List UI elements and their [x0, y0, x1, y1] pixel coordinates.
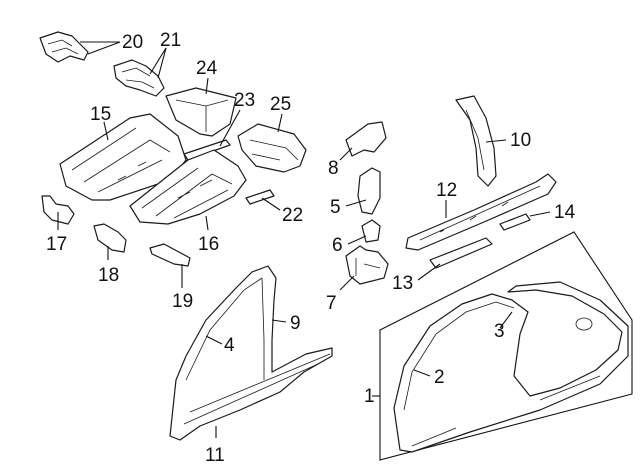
- callout-13: 13: [392, 273, 413, 294]
- callout-19: 19: [172, 291, 193, 312]
- callout-21: 21: [160, 30, 181, 51]
- part-1-box: [372, 231, 633, 461]
- part-19-bracket: [149, 243, 191, 267]
- part-21-bracket: [113, 59, 165, 97]
- part-25-panel: [237, 123, 307, 173]
- callout-14: 14: [554, 202, 576, 223]
- part-8-bracket: [345, 121, 387, 157]
- callout-12: 12: [436, 180, 457, 201]
- callout-11: 11: [205, 445, 225, 466]
- part-7-bracket: [345, 245, 389, 285]
- part-18-bracket: [93, 223, 127, 253]
- callout-2: 2: [434, 367, 445, 388]
- part-2-side-panel: [393, 281, 629, 453]
- callout-labels: 1 2 3 4 5 6 7 8 9 10 11 12 13 14 15 16 1…: [46, 30, 576, 466]
- callout-7: 7: [326, 293, 337, 314]
- part-16-floor-pan: [129, 149, 247, 225]
- callout-10: 10: [510, 130, 531, 151]
- part-6-bracket: [361, 219, 381, 243]
- callout-9: 9: [290, 313, 301, 334]
- part-side-frame: [169, 265, 333, 441]
- part-12-sill: [405, 173, 557, 251]
- callout-17: 17: [46, 234, 67, 255]
- callout-8: 8: [328, 158, 339, 179]
- callout-6: 6: [332, 235, 343, 256]
- callout-15: 15: [90, 104, 111, 125]
- callout-3: 3: [494, 321, 505, 342]
- part-5-bracket: [357, 167, 381, 215]
- callout-4: 4: [224, 335, 235, 356]
- callout-16: 16: [198, 234, 219, 255]
- callout-18: 18: [98, 265, 119, 286]
- callout-23: 23: [234, 90, 255, 111]
- callout-20: 20: [122, 32, 143, 53]
- part-17-bracket: [41, 195, 75, 225]
- leader-lines: [57, 41, 551, 438]
- part-24-panel: [165, 87, 237, 137]
- callout-1: 1: [364, 386, 375, 407]
- part-10-pillar: [455, 95, 497, 187]
- part-14-strip: [499, 213, 531, 231]
- part-20-bracket: [39, 31, 89, 63]
- callout-22: 22: [282, 205, 303, 226]
- part-22-strip: [245, 189, 275, 205]
- callout-25: 25: [270, 94, 291, 115]
- callout-5: 5: [330, 197, 341, 218]
- callout-24: 24: [196, 58, 218, 79]
- part-13-strip: [429, 237, 493, 269]
- part-23-strip: [183, 139, 231, 161]
